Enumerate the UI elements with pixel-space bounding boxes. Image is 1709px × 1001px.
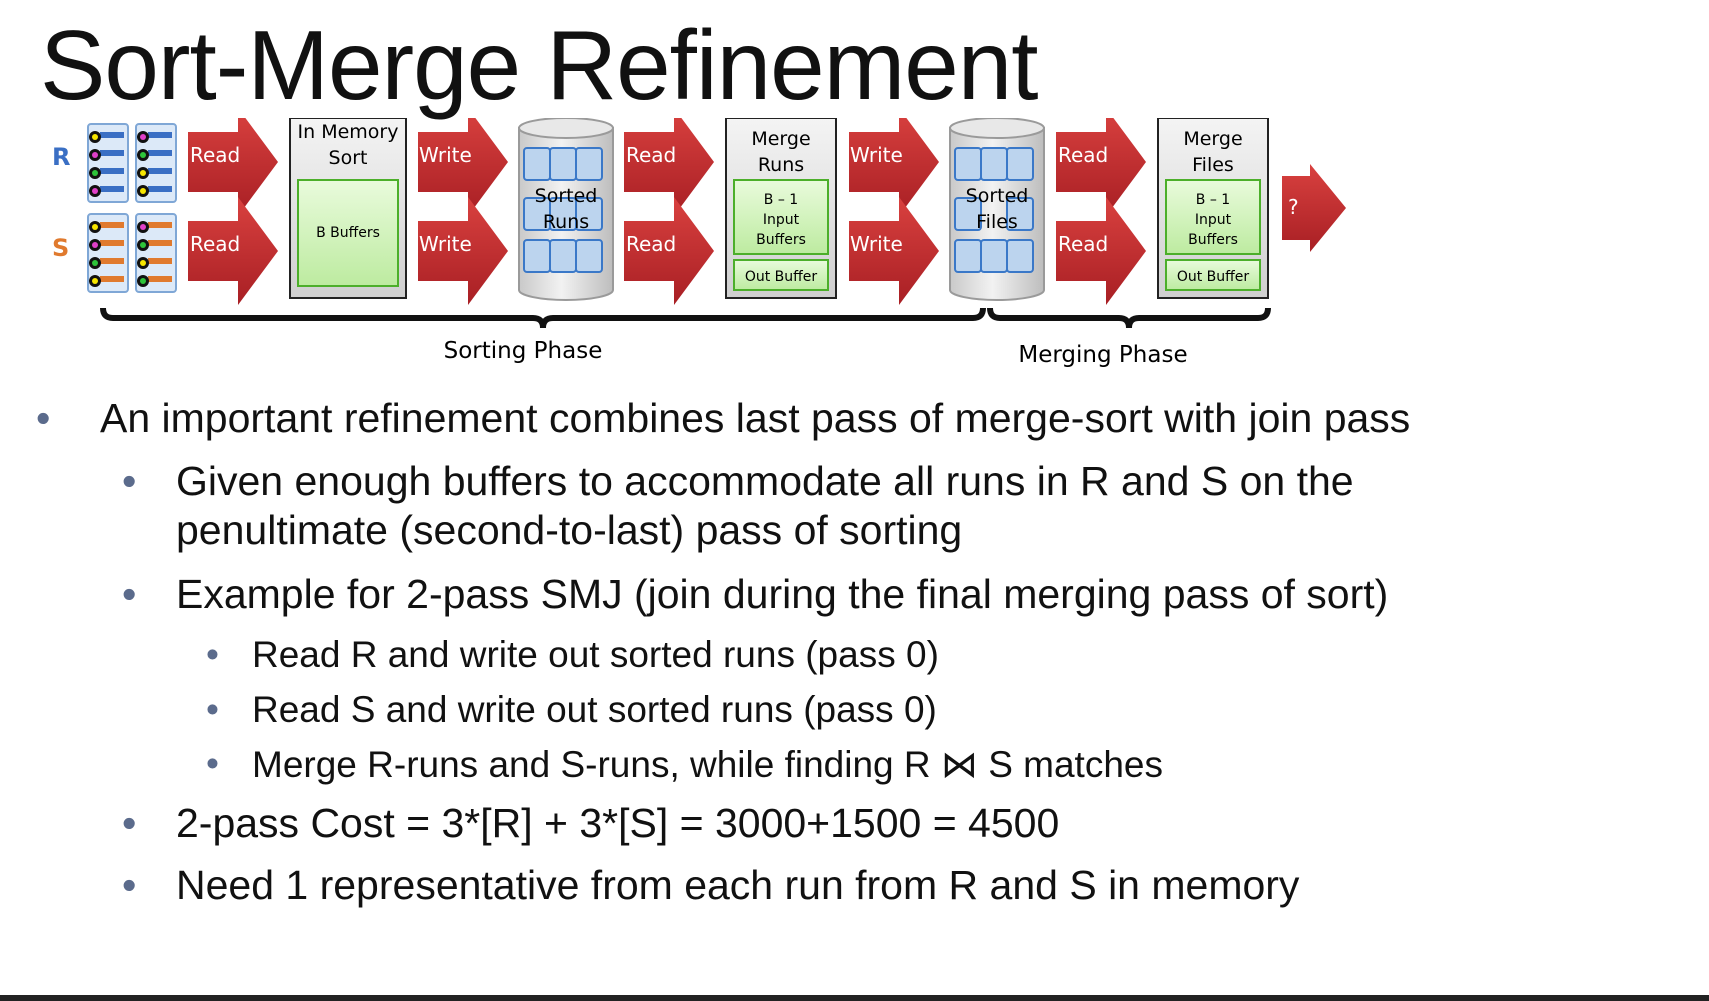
bullet-dot: • — [122, 458, 137, 504]
bullet-dot: • — [206, 634, 219, 675]
bullet-text: penultimate (second-to-last) pass of sor… — [176, 507, 963, 553]
bullet-dot: • — [122, 800, 137, 846]
merge-files-title-2: Files — [1192, 154, 1234, 176]
bullet-text: Example for 2-pass SMJ (join during the … — [176, 571, 1389, 617]
r-pages-icon — [87, 123, 177, 203]
bullet-dot: • — [36, 395, 51, 441]
merge-runs-inner-2: Input — [763, 212, 800, 228]
sort-merge-diagram: R S — [0, 108, 1709, 418]
bullet-text: Read R and write out sorted runs (pass 0… — [252, 634, 939, 675]
bullet-dot: • — [206, 743, 219, 784]
merge-runs-out-buffer: Out Buffer — [745, 269, 818, 285]
merge-runs-box — [725, 117, 837, 299]
bullet-text: Given enough buffers to accommodate all … — [176, 458, 1354, 504]
arrow-read-s-label: Read — [190, 232, 240, 256]
bullet-item: • Read R and write out sorted runs (pass… — [206, 634, 939, 676]
arrow-read-2-top — [624, 108, 714, 216]
bullet-text: Merge R-runs and S-runs, while finding R… — [252, 744, 1163, 785]
b-buffers-label: B Buffers — [316, 225, 380, 241]
bullet-item: • Given enough buffers to accommodate al… — [122, 458, 1354, 505]
merge-files-inner-1: B – 1 — [1196, 192, 1230, 208]
sorted-runs-cylinder — [518, 117, 614, 301]
arrow-read-r — [188, 108, 278, 216]
bullet-item: • Read S and write out sorted runs (pass… — [206, 689, 937, 731]
in-memory-sort-title-2: Sort — [329, 147, 368, 169]
merge-files-title-1: Merge — [1183, 128, 1242, 150]
arrow-read-3-bottom-label: Read — [1058, 232, 1108, 256]
arrow-write-1-bottom-label: Write — [419, 232, 472, 256]
merge-runs-inner-3: Buffers — [756, 232, 806, 248]
bullet-text: Read S and write out sorted runs (pass 0… — [252, 689, 937, 730]
arrow-read-r-label: Read — [190, 143, 240, 167]
sorting-phase-label: Sorting Phase — [444, 338, 603, 364]
relation-s-label: S — [52, 234, 69, 262]
arrow-output-question-label: ? — [1288, 195, 1299, 219]
sorted-files-cylinder — [949, 117, 1045, 301]
merge-files-inner-2: Input — [1195, 212, 1232, 228]
bullet-item: • An important refinement combines last … — [36, 395, 1411, 442]
arrow-write-1-top-label: Write — [419, 143, 472, 167]
in-memory-sort-title-1: In Memory — [298, 121, 399, 143]
merge-runs-inner-1: B – 1 — [764, 192, 798, 208]
arrow-read-3-top-label: Read — [1058, 143, 1108, 167]
bullet-continuation: penultimate (second-to-last) pass of sor… — [176, 507, 962, 554]
merging-phase-label: Merging Phase — [1018, 342, 1187, 368]
bullet-item: • Example for 2-pass SMJ (join during th… — [122, 571, 1389, 618]
bullet-item: • Merge R-runs and S-runs, while finding… — [206, 743, 1163, 786]
bullet-text: 2-pass Cost = 3*[R] + 3*[S] = 3000+1500 … — [176, 800, 1060, 846]
sorted-files-label-2: Files — [976, 211, 1018, 233]
bullet-text: An important refinement combines last pa… — [100, 395, 1411, 441]
arrow-write-2-top-label: Write — [850, 143, 903, 167]
sorted-runs-label-2: Runs — [543, 211, 589, 233]
merge-files-out-buffer: Out Buffer — [1177, 269, 1250, 285]
bullet-item: • 2-pass Cost = 3*[R] + 3*[S] = 3000+150… — [122, 800, 1060, 847]
arrow-write-2-top — [849, 108, 939, 216]
merging-phase-brace — [987, 307, 1271, 329]
sorting-phase-brace — [100, 307, 986, 329]
in-memory-sort-box — [289, 117, 407, 299]
merge-files-inner-3: Buffers — [1188, 232, 1238, 248]
bullet-text: Need 1 representative from each run from… — [176, 862, 1300, 908]
arrow-read-2-bottom-label: Read — [626, 232, 676, 256]
bullet-dot: • — [122, 571, 137, 617]
arrow-output-question — [1282, 164, 1346, 252]
merge-files-box — [1157, 117, 1269, 299]
sorted-runs-label-1: Sorted — [535, 185, 598, 207]
arrow-write-2-bottom-label: Write — [850, 232, 903, 256]
sorted-files-label-1: Sorted — [966, 185, 1029, 207]
bullet-dot: • — [122, 862, 137, 908]
bullet-dot: • — [206, 689, 219, 730]
bottom-rule — [0, 995, 1709, 1001]
arrow-read-3-top — [1056, 108, 1146, 216]
arrow-read-2-top-label: Read — [626, 143, 676, 167]
slide-title: Sort-Merge Refinement — [40, 10, 1039, 120]
arrow-write-1-top — [418, 108, 508, 216]
s-pages-icon — [87, 213, 177, 293]
relation-r-label: R — [52, 143, 70, 171]
merge-runs-title-2: Runs — [758, 154, 804, 176]
merge-runs-title-1: Merge — [751, 128, 810, 150]
bullet-item: • Need 1 representative from each run fr… — [122, 862, 1300, 909]
